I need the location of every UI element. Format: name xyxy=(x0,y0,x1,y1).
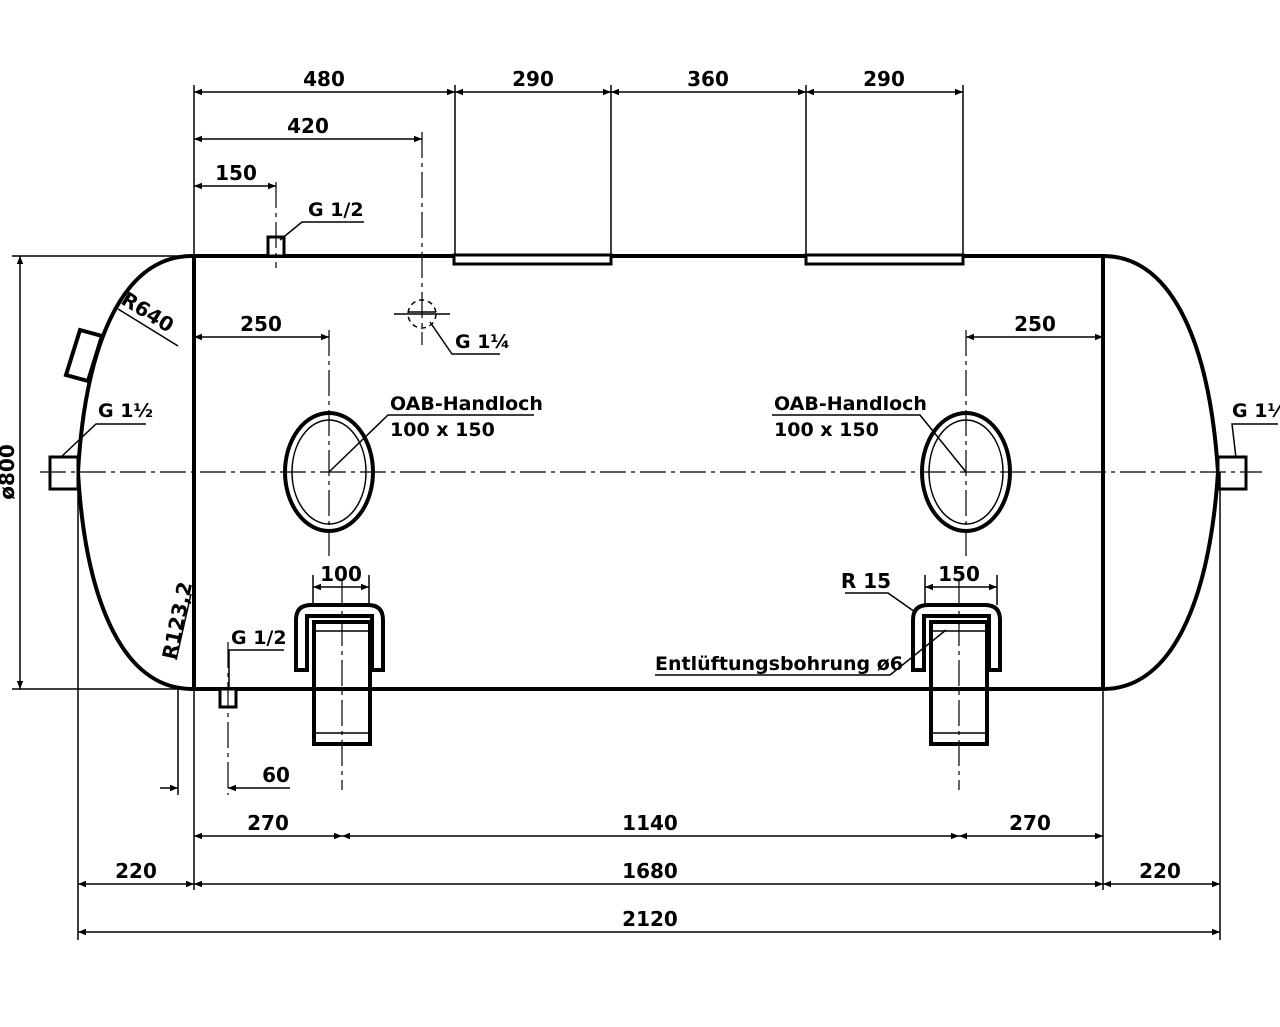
dim-1140: 1140 xyxy=(622,811,678,835)
nozzle-left-g112 xyxy=(48,455,80,491)
reinforcement-plate-2 xyxy=(804,253,965,266)
reinforcement-plate-1 xyxy=(452,253,613,266)
extension-lines xyxy=(12,85,1221,940)
leader-lines xyxy=(59,221,1278,690)
dim-220-left: 220 xyxy=(115,859,157,883)
label-vent-hole: Entlüftungsbohrung ø6 xyxy=(655,653,903,675)
label-handhole-left-title: OAB-Handloch xyxy=(390,393,543,415)
dim-r123-2: R123,2 xyxy=(157,580,197,662)
dim-1680: 1680 xyxy=(622,859,678,883)
label-g12-bottom: G 1/2 xyxy=(231,627,287,649)
part-labels: G 1/2 G 1¼ G 1½ G 1½ G 1/2 OAB-Handloch … xyxy=(98,199,1280,675)
dim-60: 60 xyxy=(262,763,290,787)
dim-r640: R640 xyxy=(117,287,178,338)
label-g112-left: G 1½ xyxy=(98,400,153,422)
dim-diameter-800: ø800 xyxy=(0,444,19,500)
dim-150-foot: 150 xyxy=(938,562,980,586)
dim-420: 420 xyxy=(287,114,329,138)
dim-270-left: 270 xyxy=(247,811,289,835)
label-handhole-right-size: 100 x 150 xyxy=(774,419,879,441)
dim-100: 100 xyxy=(320,562,362,586)
dim-290-b: 290 xyxy=(863,67,905,91)
label-g114: G 1¼ xyxy=(455,331,510,353)
label-handhole-left-size: 100 x 150 xyxy=(390,419,495,441)
dim-360: 360 xyxy=(687,67,729,91)
saddle-left xyxy=(294,603,385,746)
dim-220-right: 220 xyxy=(1139,859,1181,883)
dimension-lines xyxy=(16,88,1220,936)
dim-2120: 2120 xyxy=(622,907,678,931)
saddle-right xyxy=(911,603,1002,746)
dim-r15: R 15 xyxy=(841,569,891,593)
nozzle-right-g112 xyxy=(1216,455,1248,491)
dim-480: 480 xyxy=(303,67,345,91)
dim-270-right: 270 xyxy=(1009,811,1051,835)
dim-250-left: 250 xyxy=(240,312,282,336)
name-plate xyxy=(63,327,105,384)
dim-290-a: 290 xyxy=(512,67,554,91)
label-g12-top: G 1/2 xyxy=(308,199,364,221)
center-lines xyxy=(40,132,1262,795)
label-handhole-right-title: OAB-Handloch xyxy=(774,393,927,415)
dim-150-top: 150 xyxy=(215,161,257,185)
dim-250-right: 250 xyxy=(1014,312,1056,336)
label-g112-right: G 1½ xyxy=(1232,400,1280,422)
